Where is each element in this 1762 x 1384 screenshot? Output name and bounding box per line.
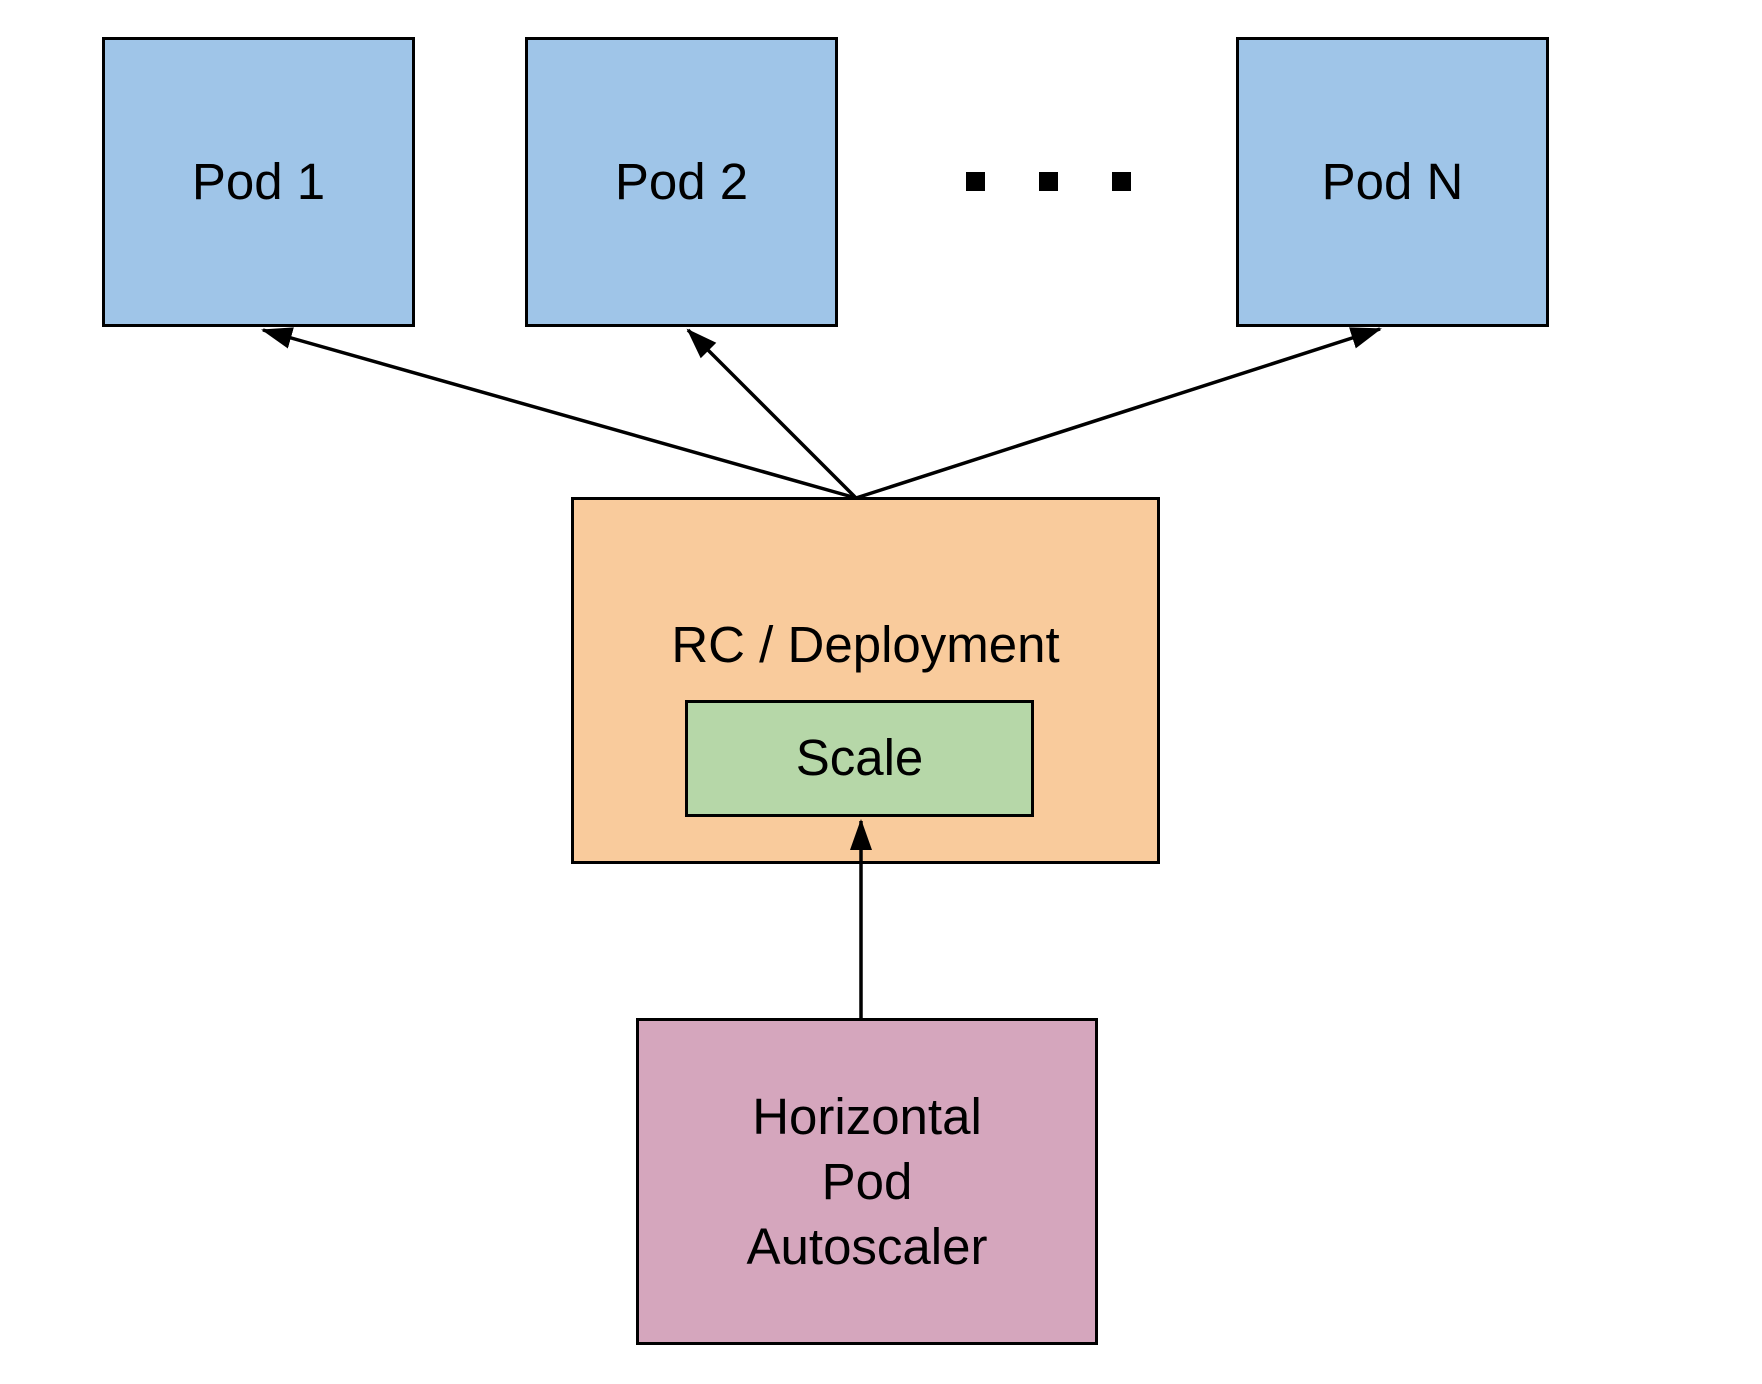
arrow-rc-to-podN bbox=[855, 327, 1382, 500]
node-hpa-label-line: Horizontal bbox=[752, 1088, 982, 1145]
node-pod-1-label: Pod 1 bbox=[191, 152, 326, 210]
node-pod-n: Pod N bbox=[1236, 37, 1549, 327]
node-scale-label: Scale bbox=[795, 729, 924, 787]
ellipsis-dot bbox=[1112, 172, 1131, 191]
node-hpa-label-line: Autoscaler bbox=[746, 1218, 988, 1275]
node-scale: Scale bbox=[685, 700, 1034, 817]
node-rc-deployment-label: RC / Deployment bbox=[671, 616, 1060, 673]
node-pod-2-label: Pod 2 bbox=[614, 152, 749, 210]
node-pod-2: Pod 2 bbox=[525, 37, 838, 327]
node-hpa-label-line: Pod bbox=[821, 1153, 913, 1210]
arrow-rc-to-pod2 bbox=[686, 328, 858, 500]
node-horizontal-pod-autoscaler: Horizontal Pod Autoscaler bbox=[636, 1018, 1098, 1345]
node-pod-1: Pod 1 bbox=[102, 37, 415, 327]
node-pod-n-label: Pod N bbox=[1321, 152, 1464, 210]
ellipsis-dot bbox=[1039, 172, 1058, 191]
ellipsis-dots bbox=[966, 172, 1131, 191]
arrow-rc-to-pod1 bbox=[261, 327, 857, 500]
node-rc-deployment: RC / Deployment Scale bbox=[571, 497, 1160, 864]
ellipsis-dot bbox=[966, 172, 985, 191]
